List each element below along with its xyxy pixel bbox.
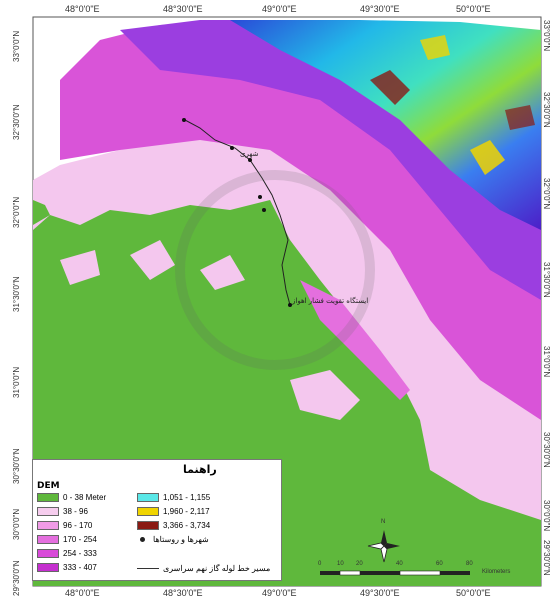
legend-item: مسیر خط لوله گاز نهم سراسری [137, 564, 270, 573]
legend-label: 1,960 - 2,117 [163, 507, 210, 516]
legend-label: شهرها و روستاها [153, 535, 209, 544]
scale-tick: 20 [356, 561, 363, 567]
legend-label: 254 - 333 [63, 549, 97, 558]
lon-label-bottom: 48°0'0"E [65, 588, 100, 598]
legend-box: راهنما DEM 0 - 38 Meter 38 - 96 96 - 170… [32, 459, 282, 581]
scale-tick: 0 [318, 561, 322, 567]
scale-unit: Kilometers [482, 569, 511, 575]
legend-item: 1,051 - 1,155 [137, 493, 210, 502]
legend-item: 38 - 96 [37, 507, 88, 516]
legend-item: 1,960 - 2,117 [137, 507, 210, 516]
legend-label: 38 - 96 [63, 507, 88, 516]
scale-tick: 60 [436, 561, 443, 567]
legend-label: 1,051 - 1,155 [163, 493, 211, 502]
lat-label-right: 30°30'0"N [542, 432, 551, 468]
city-dot [248, 158, 252, 162]
lat-label-left: 32°0'0"N [12, 196, 21, 228]
lon-label-bottom: 50°0'0"E [456, 588, 491, 598]
legend-swatch [37, 563, 59, 572]
north-label: N [381, 519, 386, 525]
city-dot [288, 303, 292, 307]
lat-label-left: 30°0'0"N [12, 508, 21, 540]
legend-swatch [37, 549, 59, 558]
scale-tick: 80 [466, 561, 473, 567]
legend-label: 3,366 - 3,734 [163, 521, 211, 530]
lat-label-left: 31°30'0"N [12, 276, 21, 312]
lon-label-bottom: 49°0'0"E [262, 588, 297, 598]
city-point-symbol [140, 537, 145, 542]
legend-swatch [37, 535, 59, 544]
lon-label-top: 48°0'0"E [65, 4, 100, 14]
dem-mid-band [60, 20, 541, 420]
lon-label-bottom: 48°30'0"E [163, 588, 203, 598]
legend-item: شهرها و روستاها [137, 535, 209, 544]
lat-label-left: 30°30'0"N [12, 448, 21, 484]
lat-label-right: 30°0'0"N [542, 500, 551, 532]
lat-label-left: 33°0'0"N [12, 30, 21, 62]
city-dot [182, 118, 186, 122]
lat-label-right: 31°30'0"N [542, 262, 551, 298]
city-dot [262, 208, 266, 212]
legend-item: 0 - 38 Meter [37, 493, 106, 502]
scale-tick: 10 [337, 561, 344, 567]
place-label: شهری [240, 150, 259, 158]
legend-swatch [137, 507, 159, 516]
lon-label-top: 49°30'0"E [360, 4, 400, 14]
legend-item: 254 - 333 [37, 549, 97, 558]
lat-label-left: 31°0'0"N [12, 366, 21, 398]
pipeline-line-symbol [137, 568, 159, 569]
lat-label-left: 32°30'0"N [12, 104, 21, 140]
lon-label-top: 50°0'0"E [456, 4, 491, 14]
legend-label: 333 - 407 [63, 563, 97, 572]
scale-tick: 40 [396, 561, 403, 567]
dem-mountains [230, 20, 541, 230]
legend-item: 96 - 170 [37, 521, 92, 530]
legend-swatch [37, 507, 59, 516]
lon-label-bottom: 49°30'0"E [360, 588, 400, 598]
legend-item: 170 - 254 [37, 535, 97, 544]
legend-label: 0 - 38 Meter [63, 493, 107, 502]
lat-label-right: 33°0'0"N [542, 20, 551, 52]
legend-title: راهنما [183, 463, 217, 476]
legend-item: 333 - 407 [37, 563, 97, 572]
lon-label-top: 48°30'0"E [163, 4, 203, 14]
lat-label-right: 29°30'0"N [542, 540, 551, 576]
legend-subtitle: DEM [37, 481, 60, 491]
lat-label-right: 32°0'0"N [542, 178, 551, 210]
pipeline-route [184, 119, 291, 306]
legend-swatch [137, 521, 159, 530]
city-dot [230, 146, 234, 150]
scale-bar [320, 570, 470, 576]
north-arrow [367, 530, 400, 563]
lat-label-right: 31°0'0"N [542, 346, 551, 378]
legend-swatch [137, 493, 159, 502]
city-dot [258, 195, 262, 199]
dem-high-peaks [370, 70, 410, 105]
legend-label: 170 - 254 [63, 535, 97, 544]
legend-label: 96 - 170 [63, 521, 93, 530]
place-label: ایستگاه تقویت فشار اهواز [292, 297, 369, 305]
lat-label-left: 29°30'0"N [12, 560, 21, 596]
lon-label-top: 49°0'0"E [262, 4, 297, 14]
legend-swatch [37, 493, 59, 502]
legend-item: 3,366 - 3,734 [137, 521, 210, 530]
legend-label: مسیر خط لوله گاز نهم سراسری [163, 564, 271, 573]
legend-swatch [37, 521, 59, 530]
lat-label-right: 32°30'0"N [542, 92, 551, 128]
